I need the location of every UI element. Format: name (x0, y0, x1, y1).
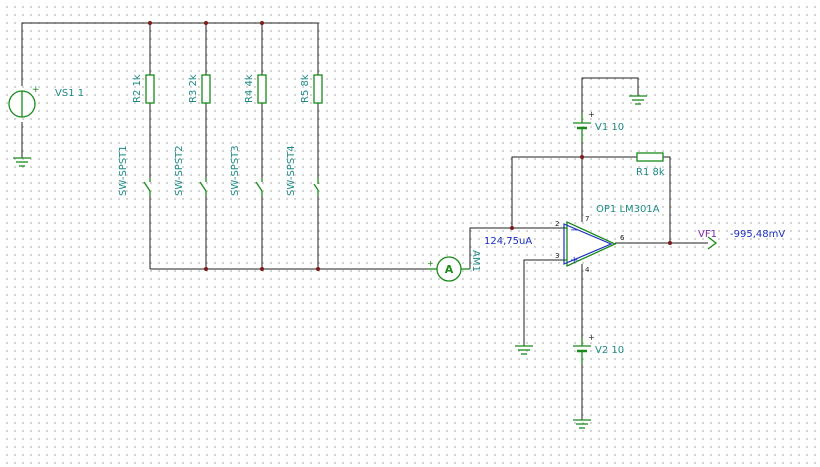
v2-label: V2 10 (595, 345, 624, 356)
junctions (148, 21, 672, 271)
pin-4-label: 4 (585, 266, 590, 274)
voltmeter-probe-vf1[interactable]: VF1 -995,48mV (698, 229, 785, 250)
pin-3-label: 3 (555, 252, 559, 260)
sw-spst2-label: SW-SPST2 (174, 145, 185, 196)
sw-spst1-label: SW-SPST1 (118, 145, 129, 196)
junction-dot (510, 226, 514, 230)
junction-dot (204, 21, 208, 25)
sw-spst3-label: SW-SPST3 (230, 145, 241, 196)
resistor-r1[interactable]: R1 8k (636, 152, 665, 178)
ground-v1 (629, 95, 647, 105)
v1-label: V1 10 (595, 122, 624, 133)
probe-icon (707, 236, 718, 250)
resistor-r4[interactable]: R4 4k (244, 74, 267, 104)
pin-7-label: 7 (585, 215, 589, 223)
junction-dot (148, 21, 152, 25)
battery-v2[interactable]: + V2 10 (573, 333, 624, 364)
switch-sw-spst2[interactable]: SW-SPST2 (174, 145, 207, 196)
resistor-r2[interactable]: R2 1k (132, 74, 155, 104)
battery-v1[interactable]: + V1 10 (573, 110, 624, 142)
wires (21, 22, 708, 420)
ammeter-am1[interactable]: A + AM1 124,75uA (427, 236, 532, 282)
minus-icon: − (570, 225, 578, 236)
ground-vs1 (13, 157, 31, 167)
opamp-op1[interactable]: − + 2 3 6 7 4 OP1 LM301A (555, 204, 660, 274)
switch-sw-spst3[interactable]: SW-SPST3 (230, 145, 263, 196)
junction-dot (260, 21, 264, 25)
plus-icon: + (32, 85, 40, 95)
plus-icon: + (570, 255, 578, 266)
ground-v2 (573, 419, 591, 429)
plus-icon: + (588, 110, 595, 119)
junction-dot (204, 267, 208, 271)
ground-noninv (515, 345, 533, 355)
resistor-r3[interactable]: R3 2k (188, 74, 211, 104)
voltmeter-reading: -995,48mV (730, 229, 785, 240)
ammeter-reading: 124,75uA (484, 236, 532, 247)
r3-label: R3 2k (188, 74, 199, 103)
junction-dot (668, 241, 672, 245)
am1-label: AM1 (470, 250, 481, 272)
vs1-label: VS1 1 (55, 88, 84, 99)
switch-sw-spst4[interactable]: SW-SPST4 (286, 145, 319, 196)
junction-dot (316, 267, 320, 271)
switch-sw-spst1[interactable]: SW-SPST1 (118, 145, 151, 196)
ammeter-symbol-icon (436, 256, 462, 282)
r2-label: R2 1k (132, 74, 143, 103)
voltage-source-vs1[interactable]: + VS1 1 (8, 85, 84, 118)
opamp-label: OP1 LM301A (596, 204, 660, 215)
r4-label: R4 4k (244, 74, 255, 103)
pin-2-label: 2 (555, 220, 559, 228)
sw-spst4-label: SW-SPST4 (286, 145, 297, 196)
r5-label: R5 8k (300, 74, 311, 103)
vf1-label: VF1 (698, 229, 717, 240)
ammeter-letter: A (445, 263, 454, 276)
plus-icon: + (588, 333, 595, 342)
junction-dot (260, 267, 264, 271)
resistor-r5[interactable]: R5 8k (300, 74, 323, 104)
opamp-symbol-icon (566, 220, 617, 268)
r1-label: R1 8k (636, 167, 665, 178)
plus-icon: + (427, 259, 434, 268)
junction-dot (580, 155, 584, 159)
pin-6-label: 6 (620, 234, 625, 242)
